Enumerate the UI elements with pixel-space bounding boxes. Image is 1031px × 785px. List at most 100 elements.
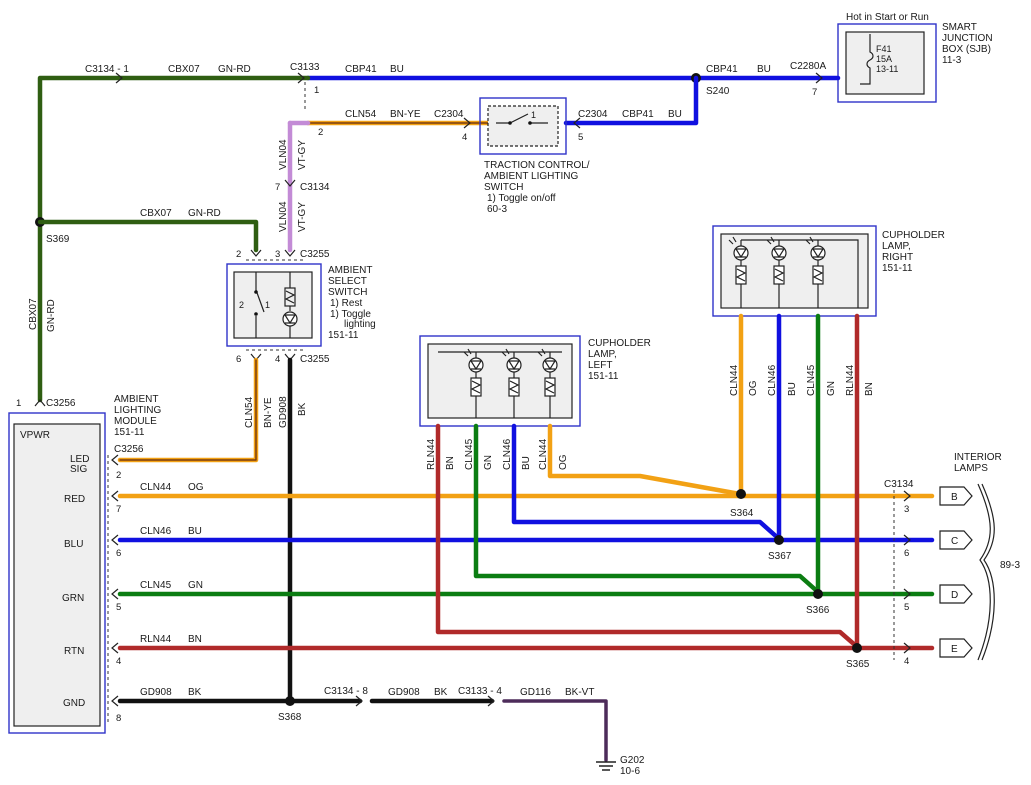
ambient-select-body bbox=[233, 271, 313, 339]
splice-s364 bbox=[736, 489, 746, 499]
ambient-select-note-3: lighting bbox=[344, 319, 376, 330]
splice-s240-label: S240 bbox=[706, 86, 730, 97]
connector-c3134-mid-arrow bbox=[284, 179, 296, 187]
module-title-3: MODULE bbox=[114, 416, 157, 427]
splice-s368 bbox=[285, 696, 295, 706]
wire-cln54-led-sig-stripe bbox=[119, 359, 257, 461]
traction-title-3: SWITCH bbox=[484, 182, 523, 193]
module-red: RED bbox=[64, 494, 85, 505]
connector-c3134-top-arrow bbox=[115, 72, 123, 84]
interior-letter-e: E bbox=[951, 644, 958, 655]
c3255-bot-pin-b: 4 bbox=[275, 354, 280, 365]
ambient-select-resistor-zigzag bbox=[284, 290, 296, 304]
ambient-select-node-a bbox=[254, 290, 258, 294]
wire-label-left-rln44: RLN44 bbox=[426, 438, 437, 470]
wire-label-vln04-a: VLN04 bbox=[278, 139, 289, 170]
c3134-mid-pin: 7 bbox=[275, 182, 280, 193]
ambient-select-pin-2: 2 bbox=[239, 300, 244, 310]
c3133-top-pin: 1 bbox=[314, 85, 319, 96]
wire-label-left-bu: BU bbox=[521, 456, 532, 470]
wire-label-gnrd-vert: GN-RD bbox=[46, 299, 57, 332]
sjb-title-2: JUNCTION bbox=[942, 33, 993, 44]
splice-s365 bbox=[852, 643, 862, 653]
wire-label-left-bn: BN bbox=[445, 456, 456, 470]
interior-lamp-d: D bbox=[939, 584, 973, 604]
cupholder-right-lamp-2 bbox=[766, 236, 787, 308]
ambient-select-title-3: SWITCH bbox=[328, 287, 367, 298]
wire-label-left-cln44: CLN44 bbox=[538, 438, 549, 470]
cupholder-left-title-4: 151-11 bbox=[588, 371, 619, 382]
traction-switch-frame bbox=[479, 97, 567, 155]
interior-letter-b: B bbox=[951, 492, 958, 503]
wire-gd116-bkvt bbox=[502, 699, 608, 762]
traction-ref: 60-3 bbox=[487, 204, 507, 215]
interior-ref: 89-3 bbox=[1000, 560, 1020, 571]
wire-label-bn-h: BN bbox=[188, 634, 202, 645]
module-vpwr: VPWR bbox=[20, 430, 50, 441]
cupholder-right-lamp-1 bbox=[728, 236, 749, 308]
wire-cbp41-to-switch bbox=[563, 75, 699, 126]
module-frame bbox=[8, 412, 106, 734]
wire-label-vtgy-a: VT-GY bbox=[297, 140, 308, 170]
wire-cbx07-mid bbox=[37, 219, 259, 253]
sjb-frame bbox=[837, 23, 937, 103]
sjb-title-1: SMART bbox=[942, 22, 977, 33]
sjb-title-4: 11-3 bbox=[942, 55, 962, 66]
wire-left-cln44 bbox=[547, 423, 743, 497]
connector-c2304-right-arrow bbox=[573, 117, 581, 129]
cupholder-left-title-2: LAMP, bbox=[588, 349, 617, 360]
wire-label-bkvt: BK-VT bbox=[565, 687, 594, 698]
cupholder-right-title-1: CUPHOLDER bbox=[882, 230, 945, 241]
wire-label-gnrd-mid: GN-RD bbox=[188, 208, 221, 219]
wire-label-cbx07-mid: CBX07 bbox=[140, 208, 172, 219]
module-pin-red: 7 bbox=[116, 504, 121, 515]
wire-label-bnye-vert: BN-YE bbox=[263, 397, 274, 428]
splice-s369-label: S369 bbox=[46, 234, 70, 245]
ambient-select-node-b bbox=[254, 312, 258, 316]
c2304-right-label: C2304 bbox=[578, 109, 608, 120]
interior-title-1: INTERIOR bbox=[954, 452, 1002, 463]
c3255-bot-pin-a: 6 bbox=[236, 354, 241, 365]
c3256-top-pin: 1 bbox=[16, 398, 21, 409]
c3134-top-label: C3134 - 1 bbox=[85, 64, 129, 75]
c3134-right-label: C3134 bbox=[884, 479, 914, 490]
module-led: LED bbox=[70, 454, 89, 465]
interior-pin-b: 3 bbox=[904, 504, 909, 515]
cupholder-right-lamps bbox=[728, 236, 826, 308]
module-sig: SIG bbox=[70, 464, 87, 475]
wire-label-vtgy-b: VT-GY bbox=[297, 202, 308, 232]
cupholder-right-title-3: RIGHT bbox=[882, 252, 913, 263]
ambient-select-frame bbox=[226, 263, 322, 347]
wire-label-right-cln45: CLN45 bbox=[806, 364, 817, 396]
ambient-select-ref: 151-11 bbox=[328, 330, 359, 341]
splice-s364-label: S364 bbox=[730, 508, 754, 519]
ambient-select-note-2: 1) Toggle bbox=[330, 309, 371, 320]
wire-label-cbp41-c: CBP41 bbox=[622, 109, 654, 120]
ground-icon bbox=[596, 761, 616, 771]
fuse-f41-symbol bbox=[860, 34, 874, 85]
c2304-left-label: C2304 bbox=[434, 109, 464, 120]
connector-c2304-left-arrow bbox=[463, 117, 471, 129]
module-title-4: 151-11 bbox=[114, 427, 145, 438]
sjb-body bbox=[845, 31, 925, 95]
wire-label-bu-h: BU bbox=[188, 526, 202, 537]
splice-s366-label: S366 bbox=[806, 605, 830, 616]
cupholder-right-bus bbox=[741, 239, 859, 308]
wire-label-cbp41-b: CBP41 bbox=[706, 64, 738, 75]
cupholder-right-frame bbox=[712, 225, 877, 317]
c3255-bot-label: C3255 bbox=[300, 354, 330, 365]
cupholder-left-lamp-1 bbox=[463, 348, 484, 418]
connector-c3133-gnd-arrow bbox=[487, 695, 495, 707]
interior-pin-arrows bbox=[903, 490, 911, 654]
module-pin-gnd: 8 bbox=[116, 713, 121, 724]
c3134-mid-label: C3134 bbox=[300, 182, 330, 193]
wire-label-left-cln46: CLN46 bbox=[502, 438, 513, 470]
module-title-2: LIGHTING bbox=[114, 405, 161, 416]
interior-lamps-bracket-2 bbox=[981, 483, 995, 661]
wire-label-bu-b: BU bbox=[757, 64, 771, 75]
cupholder-right-title-4: 151-11 bbox=[882, 263, 913, 274]
fuse-name: F41 bbox=[876, 44, 892, 54]
ambient-select-note-1: 1) Rest bbox=[330, 298, 362, 309]
fuse-rating: 15A bbox=[876, 54, 892, 64]
c2280a-label: C2280A bbox=[790, 61, 826, 72]
